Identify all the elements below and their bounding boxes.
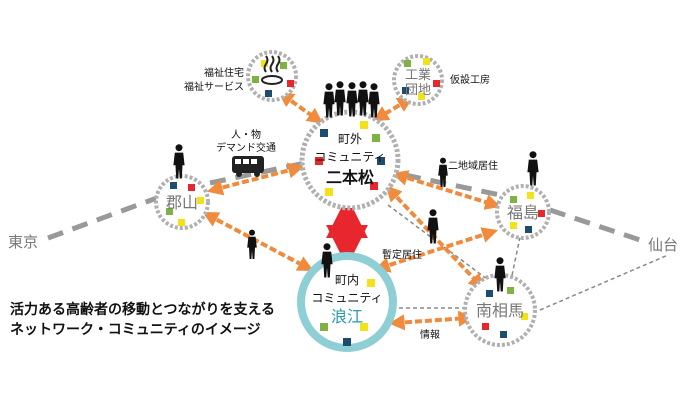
thin-dash-2 [509, 236, 521, 286]
industrial-label: 仮設工房 [450, 73, 490, 86]
dash-nihonmatsu-fukushima [404, 172, 501, 198]
provisional-label: 暫定居住 [382, 248, 422, 261]
fukushima-label: 福島 [507, 203, 539, 222]
people-goods-label: 人・物 [231, 128, 261, 141]
caption-line1: 活力ある高齢者の移動とつながりを支える [10, 302, 276, 318]
nihonmatsu-line3: 二本松 [326, 168, 374, 187]
welfare-label1: 福祉住宅 [204, 66, 244, 79]
welfare-label2: 福祉サービス [184, 80, 244, 93]
nihonmatsu-line2: コミュニティ [314, 150, 385, 164]
industrial-title1: 工業 [405, 67, 431, 83]
namie-line1: 町内 [335, 273, 359, 287]
tokyo-label: 東京 [8, 233, 38, 251]
nihonmatsu-line1: 町外 [338, 132, 362, 146]
diagram-caption: 活力ある高齢者の移動とつながりを支える ネットワーク・コミュニティのイメージ [10, 300, 275, 340]
minamisoma-label: 南相馬 [476, 301, 524, 320]
koriyama-label: 郡山 [166, 193, 198, 212]
thin-dash-3 [539, 254, 669, 311]
caption-line2: ネットワーク・コミュニティのイメージ [10, 322, 261, 338]
dash-tokyo-koriyama [47, 192, 166, 241]
industrial-title2: 団地 [405, 83, 431, 98]
info-label: 情報 [420, 328, 440, 341]
demand-transport-label: デマンド交通 [216, 141, 276, 154]
sendai-label: 仙台 [648, 236, 678, 254]
dash-fukushima-sendai [549, 207, 641, 243]
namie-line3: 浪江 [331, 307, 363, 326]
hot-spring-icon [261, 55, 283, 85]
namie-line2: コミュニティ [311, 291, 382, 305]
bus-icon [232, 156, 264, 177]
two-region-label: 二地域居住 [448, 159, 498, 172]
